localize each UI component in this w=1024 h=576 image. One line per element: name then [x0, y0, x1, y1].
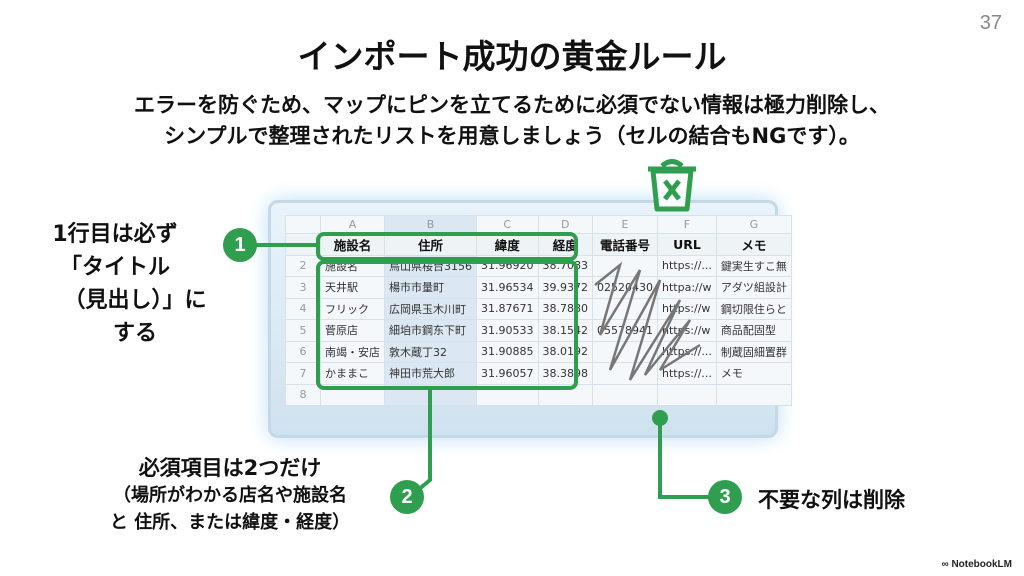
slide-title: インポート成功の黄金ルール — [297, 37, 727, 76]
connector-3 — [658, 418, 710, 499]
table-cell: httpa://w — [657, 276, 717, 299]
subtitle-line: エラーを防ぐため、マップにピンを立てるために必須でない情報は極力削除し、 — [134, 93, 890, 117]
subtitle-line: シンプルで整理されたリストを用意しましょう（セルの結合もNGです）。 — [164, 124, 860, 148]
header-row: 施設名 住所 緯度 経度 電話番号 URL メモ — [285, 233, 792, 256]
brand-name: NotebookLM — [951, 559, 1012, 570]
callout-line: （見出し）」にする — [63, 288, 207, 346]
page-number: 37 — [979, 12, 1002, 34]
callout-2-text: 必須項目は2つだけ （場所がわかる店名や施設名 と 住所、または緯度・経度） — [80, 455, 380, 536]
callout-number-1: 1 — [223, 228, 257, 262]
table-cell: 鋼切限住らと — [715, 297, 792, 320]
table-cell: 31.96057 — [476, 362, 539, 385]
table-cell — [592, 383, 658, 406]
table-cell: 鍵実生すこ無 — [715, 254, 792, 277]
spreadsheet: A B C D E F G 施設名 住所 緯度 経度 電話番号 URL メモ 2… — [285, 215, 792, 406]
trash-icon — [648, 159, 696, 212]
callout-line: と 住所、または緯度・経度） — [109, 512, 351, 533]
header-highlight-box — [316, 232, 578, 261]
table-cell: 楊市市量町 — [384, 276, 477, 299]
table-cell: 菅原店 — [320, 319, 385, 342]
connector-2 — [416, 388, 432, 492]
col-letter: B — [384, 215, 477, 234]
slide-subtitle: エラーを防ぐため、マップにピンを立てるために必須でない情報は極力削除し、 シンプ… — [0, 90, 1024, 152]
col-letter: E — [592, 215, 658, 234]
table-cell: 細垍市鋼东下町 — [384, 319, 477, 342]
table-cell: アダツ組設計 — [715, 276, 792, 299]
callout-number-2: 2 — [390, 480, 424, 514]
callout-1-text: 1行目は必ず 「タイトル （見出し）」にする — [15, 218, 215, 350]
callout-line: 1行目は必ず — [52, 222, 178, 247]
table-cell: 02520430 — [592, 276, 658, 299]
header-cell: 施設名 — [320, 233, 385, 256]
header-cell: 緯度 — [476, 233, 539, 256]
table-cell — [715, 383, 792, 406]
callout-line: 必須項目は2つだけ — [138, 456, 322, 480]
connector-dot — [652, 410, 668, 426]
callout-number-3: 3 — [708, 480, 742, 514]
header-cell: 電話番号 — [592, 233, 658, 256]
table-cell: 商品配固型 — [715, 319, 792, 342]
required-highlight-box — [316, 260, 578, 390]
table-cell: 制蔵固細置群 — [715, 340, 792, 363]
table-cell: 31.90885 — [476, 340, 539, 363]
table-cell: 敦木蔵丁32 — [384, 340, 477, 363]
brand-logo: ∞ NotebookLM — [941, 559, 1012, 570]
scribble-cross-out — [594, 261, 701, 381]
table-cell: https://w — [657, 319, 717, 342]
table-cell: 南竭・安店 — [320, 340, 385, 363]
header-cell: メモ — [715, 233, 792, 256]
callout-line: 「タイトル — [59, 255, 170, 280]
column-letters-row: A B C D E F G — [285, 215, 792, 234]
table-cell: 広岡県玉木川町 — [384, 297, 477, 320]
table-cell: https://... — [657, 362, 717, 385]
header-cell: URL — [657, 233, 717, 256]
col-letter: G — [715, 215, 792, 234]
callout-3-text: 不要な列は削除 — [758, 488, 905, 512]
table-cell: 天井駅 — [320, 276, 385, 299]
callout-line: （場所がわかる店名や施設名 — [113, 485, 347, 506]
